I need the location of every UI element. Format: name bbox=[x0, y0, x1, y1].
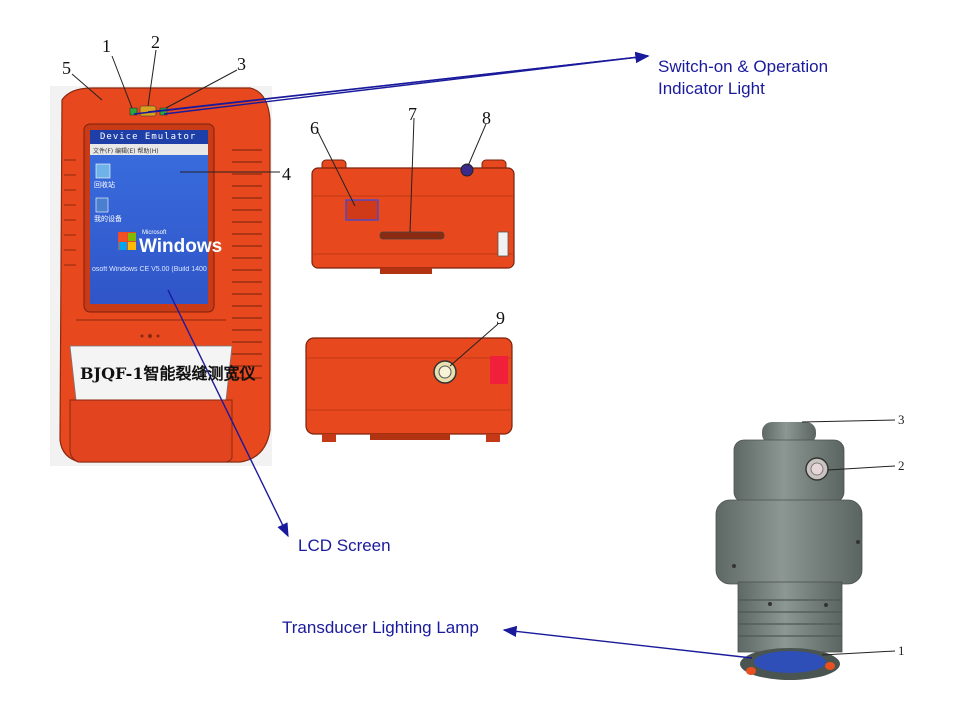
label-6: 6 bbox=[310, 118, 319, 138]
label-2: 2 bbox=[151, 32, 160, 52]
transducer-label-2: 2 bbox=[898, 458, 905, 473]
leader-lines bbox=[71, 49, 896, 656]
transducer bbox=[715, 422, 863, 680]
callout-arrows bbox=[133, 51, 753, 659]
label-5: 5 bbox=[62, 58, 71, 78]
device-top-view bbox=[311, 159, 515, 274]
recycle-bin-label: 回收站 bbox=[94, 181, 115, 189]
transducer-label-1: 1 bbox=[898, 643, 905, 658]
device-nameplate: BJQF-1智能裂缝测宽仪 bbox=[80, 364, 256, 383]
lamp-callout: Transducer Lighting Lamp bbox=[282, 618, 479, 637]
screen-title: Device Emulator bbox=[100, 132, 197, 142]
indicator-callout-line1: Switch-on & Operation bbox=[658, 57, 829, 76]
label-3: 3 bbox=[237, 54, 246, 74]
lcd-callout: LCD Screen bbox=[298, 536, 391, 555]
lcd-screen bbox=[90, 130, 208, 304]
screen-menu: 文件(F) 编辑(E) 帮助(H) bbox=[93, 148, 159, 155]
windows-logo-text: Windows bbox=[139, 236, 223, 257]
label-4: 4 bbox=[282, 164, 291, 184]
label-7: 7 bbox=[408, 104, 417, 124]
label-1: 1 bbox=[102, 36, 111, 56]
transducer-label-3: 3 bbox=[898, 412, 905, 427]
label-9: 9 bbox=[496, 308, 505, 328]
device-bottom-view bbox=[305, 337, 513, 442]
label-8: 8 bbox=[482, 108, 491, 128]
microsoft-text: Microsoft bbox=[142, 230, 167, 236]
my-device-label: 我的设备 bbox=[94, 215, 122, 223]
windows-version: osoft Windows CE V5.00 (Build 1400 bbox=[92, 266, 207, 273]
indicator-callout-line2: Indicator Light bbox=[658, 79, 765, 98]
